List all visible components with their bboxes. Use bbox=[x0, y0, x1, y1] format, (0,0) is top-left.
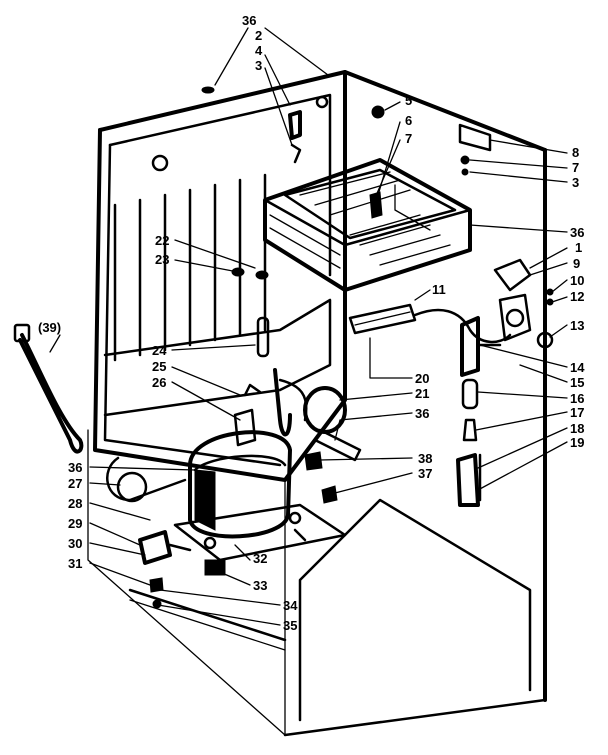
callout-37: 37 bbox=[418, 466, 432, 481]
callout-35: 35 bbox=[283, 618, 297, 633]
left-parts bbox=[138, 530, 192, 609]
back-panel bbox=[93, 93, 347, 482]
callout-14: 14 bbox=[570, 360, 585, 375]
callout-4: 4 bbox=[255, 43, 263, 58]
callout-16: 16 bbox=[570, 391, 584, 406]
callout-33: 33 bbox=[253, 578, 267, 593]
callout-38: 38 bbox=[418, 451, 432, 466]
callout-26: 26 bbox=[152, 375, 166, 390]
callout-20: 20 bbox=[415, 371, 429, 386]
callout-6: 6 bbox=[405, 113, 412, 128]
callout-5: 5 bbox=[405, 93, 412, 108]
compressor-base bbox=[173, 503, 347, 576]
cabinet-outline bbox=[87, 70, 547, 737]
callout-13: 13 bbox=[570, 318, 584, 333]
leader-lines bbox=[49, 27, 568, 626]
callout-19: 19 bbox=[570, 435, 584, 450]
callout-30: 30 bbox=[68, 536, 82, 551]
callout-7: 7 bbox=[572, 160, 579, 175]
fasteners bbox=[201, 86, 385, 504]
callout-29: 29 bbox=[68, 516, 82, 531]
callout-28: 28 bbox=[68, 496, 82, 511]
callout-labels: 36 2 4 3 5 6 7 8 7 3 36 1 9 10 12 11 13 … bbox=[38, 13, 585, 633]
callout-17: 17 bbox=[570, 405, 584, 420]
heater-element bbox=[348, 303, 417, 335]
callout-36: 36 bbox=[570, 225, 584, 240]
callout-36: 36 bbox=[68, 460, 82, 475]
callout-8: 8 bbox=[572, 145, 579, 160]
callout-1: 1 bbox=[575, 240, 582, 255]
callout-31: 31 bbox=[68, 556, 82, 571]
callout-34: 34 bbox=[283, 598, 298, 613]
callout-10: 10 bbox=[570, 273, 584, 288]
callout-3: 3 bbox=[572, 175, 579, 190]
callout-11: 11 bbox=[432, 282, 446, 297]
compressor bbox=[188, 383, 292, 539]
callout-24: 24 bbox=[152, 343, 167, 358]
callout-7: 7 bbox=[405, 131, 412, 146]
callout-36: 36 bbox=[415, 406, 429, 421]
callout-27: 27 bbox=[68, 476, 82, 491]
callout-9: 9 bbox=[573, 256, 580, 271]
callout-36: 36 bbox=[242, 13, 256, 28]
callout-18: 18 bbox=[570, 421, 584, 436]
evaporator-box bbox=[263, 158, 472, 292]
tubing bbox=[106, 368, 362, 503]
callout-21: 21 bbox=[415, 386, 429, 401]
top-bracket bbox=[458, 123, 492, 176]
callout-25: 25 bbox=[152, 359, 166, 374]
callout-15: 15 bbox=[570, 375, 584, 390]
power-cord bbox=[13, 323, 84, 454]
callout-3: 3 bbox=[255, 58, 262, 73]
callout-32: 32 bbox=[253, 551, 267, 566]
callout-2: 2 bbox=[255, 28, 262, 43]
callout-22: 22 bbox=[155, 233, 169, 248]
callout-39: (39) bbox=[38, 320, 61, 335]
callout-12: 12 bbox=[570, 289, 584, 304]
callout-23: 23 bbox=[155, 252, 169, 267]
